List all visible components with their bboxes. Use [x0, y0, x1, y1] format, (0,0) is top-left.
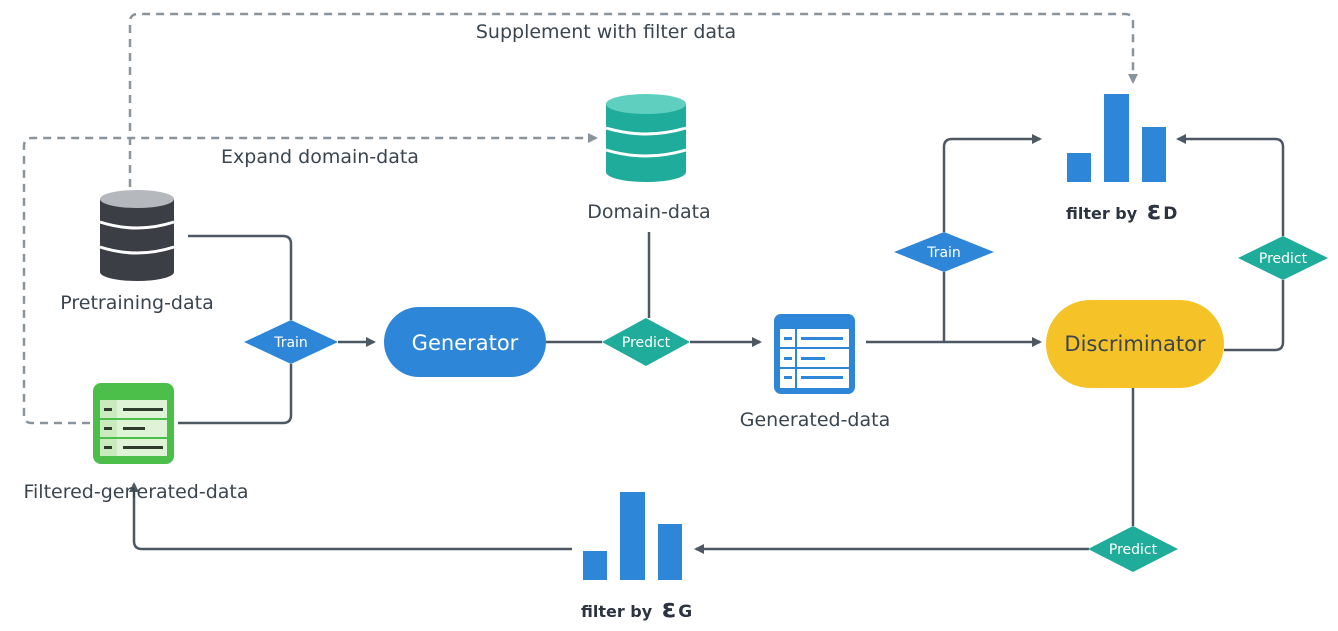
filtered-generated-data-label: Filtered-generated-data — [23, 481, 248, 503]
expand-dashed-line — [22, 133, 598, 425]
predict-mid-label: Predict — [622, 335, 671, 351]
expand-label: Expand domain-data — [221, 146, 419, 168]
train-left-label: Train — [273, 335, 308, 351]
generator-node: Generator — [384, 307, 546, 377]
filtered-to-train-line — [178, 364, 293, 425]
supplement-label: Supplement with filter data — [476, 21, 736, 43]
filtered-data-table-icon — [93, 383, 174, 464]
domain-database-icon — [605, 94, 687, 182]
predict-diamond-mid: Predict — [602, 318, 690, 366]
predict-right-to-filter-arrow — [1176, 134, 1285, 236]
pretraining-data-label: Pretraining-data — [60, 292, 213, 314]
pretraining-database-icon — [99, 190, 175, 281]
predict-right-label: Predict — [1259, 251, 1308, 267]
pretraining-to-train-line — [188, 234, 293, 320]
filter-g-bar-icon — [583, 492, 682, 580]
domain-data-label: Domain-data — [587, 201, 710, 223]
discriminator-to-predict-right-line — [1224, 280, 1285, 352]
train-diamond-right: Train — [894, 232, 994, 272]
train-right-label: Train — [926, 245, 961, 261]
discriminator-label: Discriminator — [1064, 332, 1206, 356]
predict-diamond-right: Predict — [1238, 236, 1328, 280]
train-diamond-left: Train — [244, 320, 338, 364]
predict-bottom-label: Predict — [1109, 542, 1158, 558]
filter-to-filtered-arrow — [129, 482, 572, 551]
train-right-to-filter-arrow — [942, 134, 1042, 232]
generator-label: Generator — [412, 331, 519, 355]
predict-diamond-bottom: Predict — [1088, 526, 1178, 572]
generated-data-table-icon — [774, 314, 855, 394]
discriminator-node: Discriminator — [1046, 300, 1224, 388]
generated-data-label: Generated-data — [740, 409, 890, 431]
filter-d-bar-icon — [1067, 94, 1166, 182]
